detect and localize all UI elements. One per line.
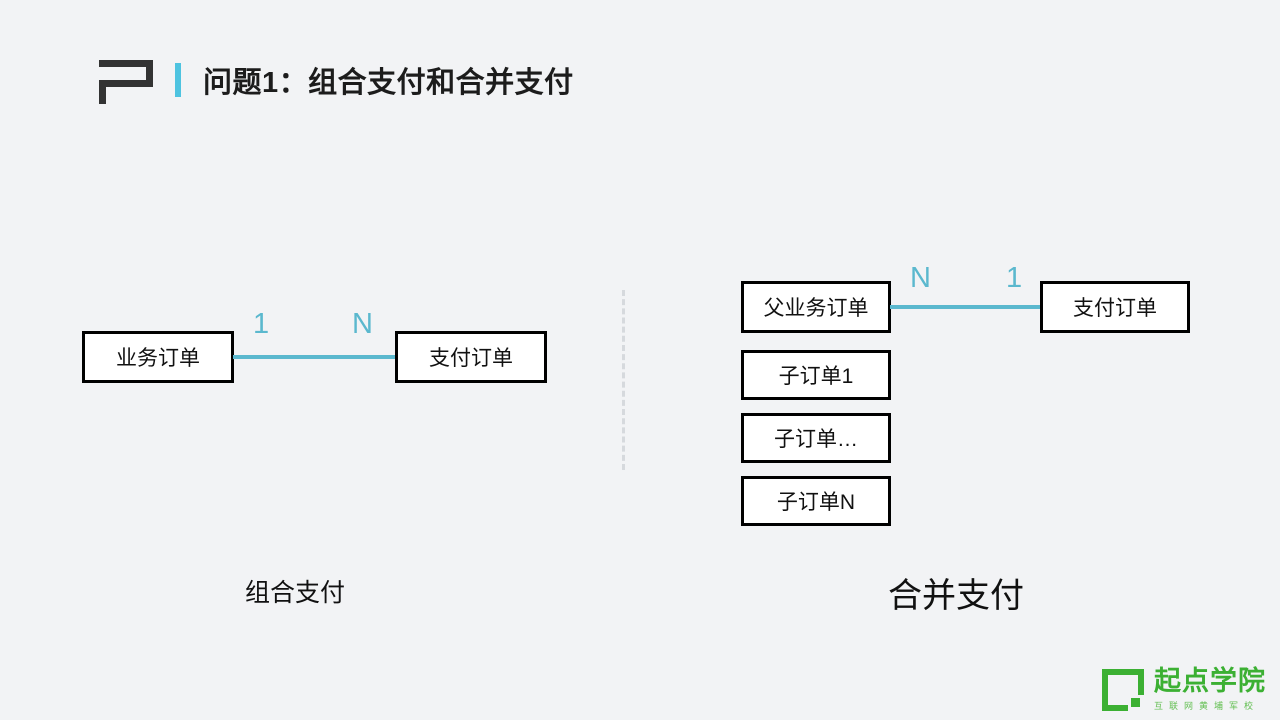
node-child-order-n: 子订单N — [741, 476, 891, 526]
footer-brand-logo: 起点学院 互联网黄埔军校 — [1102, 668, 1266, 712]
qidian-square-icon — [1102, 669, 1145, 712]
node-payment-order-combined: 支付订单 — [395, 331, 547, 383]
connector-line-merged — [890, 305, 1042, 309]
brand-mark-icon — [99, 56, 153, 104]
node-business-order: 业务订单 — [82, 331, 234, 383]
footer-brand-text: 起点学院 互联网黄埔军校 — [1154, 668, 1266, 712]
node-payment-order-merged: 支付订单 — [1040, 281, 1190, 333]
cardinality-label-one-left: 1 — [253, 308, 270, 340]
footer-brand-tagline: 互联网黄埔军校 — [1154, 701, 1260, 711]
section-divider — [622, 290, 625, 470]
node-parent-business-order: 父业务订单 — [741, 281, 891, 333]
title-accent-bar — [175, 63, 181, 97]
cardinality-label-n-right: N — [910, 262, 931, 294]
cardinality-label-n-left: N — [352, 308, 373, 340]
connector-line-combined — [233, 355, 396, 359]
footer-brand-name: 起点学院 — [1154, 666, 1266, 696]
page-title: 问题1：组合支付和合并支付 — [203, 67, 574, 99]
caption-merged-payment: 合并支付 — [888, 577, 1024, 615]
node-child-order-1: 子订单1 — [741, 350, 891, 400]
node-child-order-ellipsis: 子订单… — [741, 413, 891, 463]
caption-combined-payment: 组合支付 — [245, 579, 346, 607]
slide-header: 问题1：组合支付和合并支付 — [99, 52, 574, 108]
cardinality-label-one-right: 1 — [1006, 262, 1023, 294]
